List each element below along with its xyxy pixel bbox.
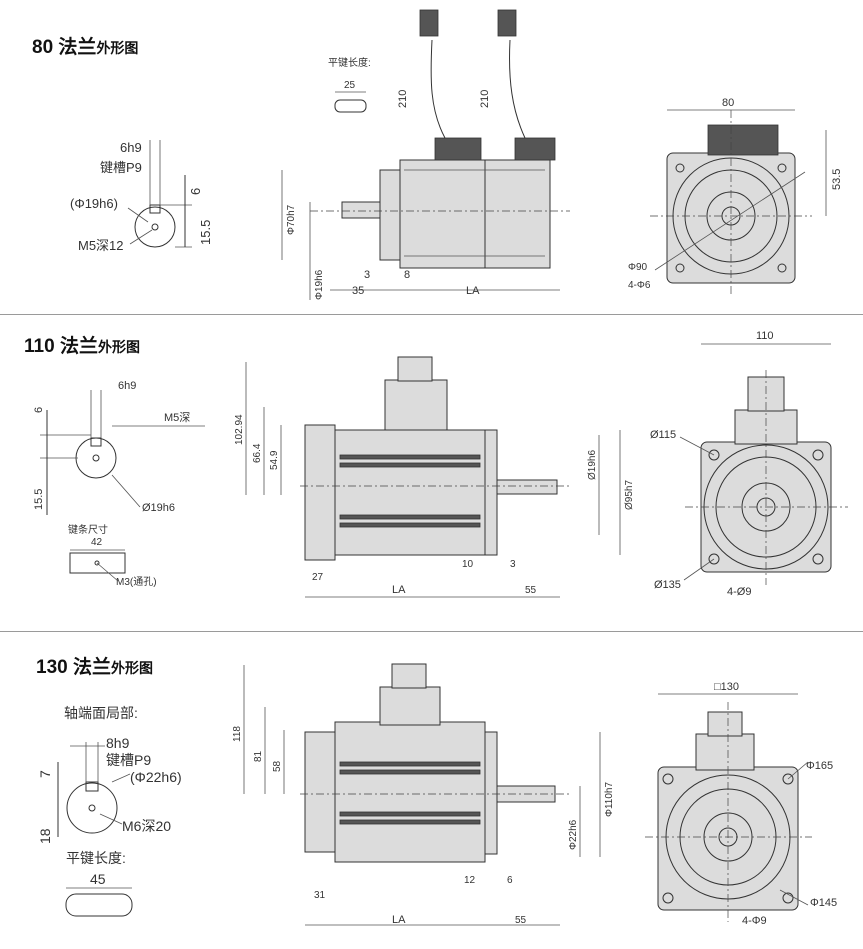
drawing-130: 轴端面局部: 8h9 键槽P9 (Φ22h6) 7 18 M6深20 平键长度:… <box>37 663 837 927</box>
front-holes: 4-Φ6 <box>628 280 651 291</box>
title-sub: 外形图 <box>96 40 139 56</box>
side-view: 102.94 66.4 54.9 Ø19h6 Ø95h7 27 LA 10 3 … <box>234 356 635 598</box>
front-width: □130 <box>714 681 739 693</box>
shaft-end-detail: 6h9 6 M5深 15.5 Ø19h6 键条尺寸 42 M3(通孔) <box>33 380 205 588</box>
key-length-detail: 平键长度: 25 <box>328 56 371 113</box>
height-label: 18 <box>37 828 53 844</box>
dim-6: 6 <box>507 875 513 886</box>
pilot-dia: Ø95h7 <box>624 480 635 510</box>
front-pcd: Ø115 <box>650 429 676 441</box>
cable-length-1: 210 <box>397 90 409 108</box>
front-pcd: Φ165 <box>806 760 833 772</box>
key-slot-label: 键槽P9 <box>100 160 142 175</box>
key-width-label: 6h9 <box>120 140 142 155</box>
title-main: 法兰 <box>58 37 97 58</box>
shaft-end-detail: 轴端面局部: 8h9 键槽P9 (Φ22h6) 7 18 M6深20 平键长度:… <box>37 705 182 917</box>
front-flange: Φ145 <box>810 897 837 909</box>
dim-3: 3 <box>510 559 516 570</box>
dim-h1: 102.94 <box>234 414 245 445</box>
key-depth-label: 7 <box>37 770 53 778</box>
front-holes: 4-Ø9 <box>727 586 751 598</box>
key-thread-label: M3(通孔) <box>116 576 157 588</box>
key-depth-label: 6 <box>33 407 45 413</box>
front-holes: 4-Φ9 <box>742 915 767 927</box>
shaft-dia-side: Φ19h6 <box>314 269 325 300</box>
key-slot-label: 键槽P9 <box>106 752 151 768</box>
panel-130-flange: 130 法兰外形图 轴端面局部: 8h9 键槽P9 (Φ22h6) 7 18 M… <box>0 632 863 949</box>
dim-3: 3 <box>364 269 370 281</box>
height-label: 15.5 <box>198 220 213 245</box>
front-height: 53.5 <box>831 169 843 190</box>
dim-h1: 118 <box>232 726 243 742</box>
thread-label: M6深20 <box>122 818 171 834</box>
panel-110-flange: 110 法兰外形图 6h9 6 M5深 15.5 Ø19h6 键条尺寸 42 M… <box>0 315 863 632</box>
panel-title: 130 法兰外形图 <box>36 652 153 679</box>
dim-h3: 58 <box>272 760 283 772</box>
thread-label: M5深 <box>164 411 190 424</box>
title-number: 130 <box>36 657 68 678</box>
title-number: 110 <box>24 336 55 357</box>
key-depth-label: 6 <box>188 188 203 195</box>
panel-title: 110 法兰外形图 <box>24 331 140 358</box>
dim-10: 10 <box>462 559 474 570</box>
dim-8: 8 <box>404 269 410 281</box>
front-view: □130 Φ165 Φ145 4-Φ9 <box>645 681 837 927</box>
shaft-dia-side: Φ22h6 <box>568 819 579 850</box>
title-main: 法兰 <box>59 336 98 357</box>
panel-80-flange: 80 法兰外形图 6h9 键槽P9 6 (Φ19h6) 15.5 M5深12 平… <box>0 0 863 315</box>
title-sub: 外形图 <box>97 339 140 355</box>
key-length-caption: 平键长度: <box>66 850 126 866</box>
dim-35: 35 <box>352 285 364 297</box>
front-view: 110 Ø115 Ø135 4-Ø9 <box>650 330 848 598</box>
dim-h3: 54.9 <box>269 450 280 470</box>
drawing-110: 6h9 6 M5深 15.5 Ø19h6 键条尺寸 42 M3(通孔) <box>33 330 848 598</box>
dim-12: 12 <box>464 875 476 886</box>
dim-la: LA <box>466 285 480 297</box>
front-pcd: Φ90 <box>628 262 648 273</box>
key-width-label: 8h9 <box>106 735 130 751</box>
dim-27: 27 <box>312 572 324 583</box>
dim-la: LA <box>392 584 406 596</box>
shaft-dia-label: (Φ22h6) <box>130 769 182 785</box>
front-view: 80 53.5 Φ90 4-Φ6 <box>628 97 843 295</box>
key-length-caption: 平键长度: <box>328 56 371 69</box>
dim-h2: 81 <box>253 750 264 762</box>
shaft-end-detail: 6h9 键槽P9 6 (Φ19h6) 15.5 M5深12 <box>70 140 213 253</box>
side-view: 210 210 Φ70h7 Φ19h6 35 3 8 LA <box>281 9 570 300</box>
cable-length-2: 210 <box>479 90 491 108</box>
key-length-value: 25 <box>344 80 356 91</box>
thread-label: M5深12 <box>78 238 124 253</box>
title-sub: 外形图 <box>111 660 153 676</box>
pilot-dia: Φ70h7 <box>286 204 297 235</box>
dim-55: 55 <box>525 585 537 596</box>
key-size-value: 42 <box>91 537 103 548</box>
panel-title: 80 法兰外形图 <box>32 32 138 59</box>
dim-la: LA <box>392 914 406 926</box>
pilot-dia: Φ110h7 <box>604 782 615 817</box>
key-length-value: 45 <box>90 871 106 887</box>
shaft-dia-label: (Φ19h6) <box>70 196 118 211</box>
front-flange: Ø135 <box>654 579 681 591</box>
height-label: 15.5 <box>33 489 45 510</box>
title-main: 法兰 <box>72 657 111 678</box>
shaft-caption: 轴端面局部: <box>64 705 138 721</box>
dim-55: 55 <box>515 915 527 926</box>
front-width: 110 <box>756 330 774 342</box>
title-number: 80 <box>32 37 54 58</box>
front-width: 80 <box>722 97 734 109</box>
dim-h2: 66.4 <box>252 443 263 463</box>
shaft-dia-label: Ø19h6 <box>142 502 175 514</box>
key-width-label: 6h9 <box>118 380 136 392</box>
key-size-caption: 键条尺寸 <box>68 523 108 536</box>
dim-31: 31 <box>314 890 326 901</box>
shaft-dia-side: Ø19h6 <box>587 450 598 480</box>
drawing-80: 6h9 键槽P9 6 (Φ19h6) 15.5 M5深12 平键长度: 25 <box>70 9 843 300</box>
side-view: 118 81 58 Φ110h7 Φ22h6 31 LA 12 6 55 <box>232 663 615 926</box>
